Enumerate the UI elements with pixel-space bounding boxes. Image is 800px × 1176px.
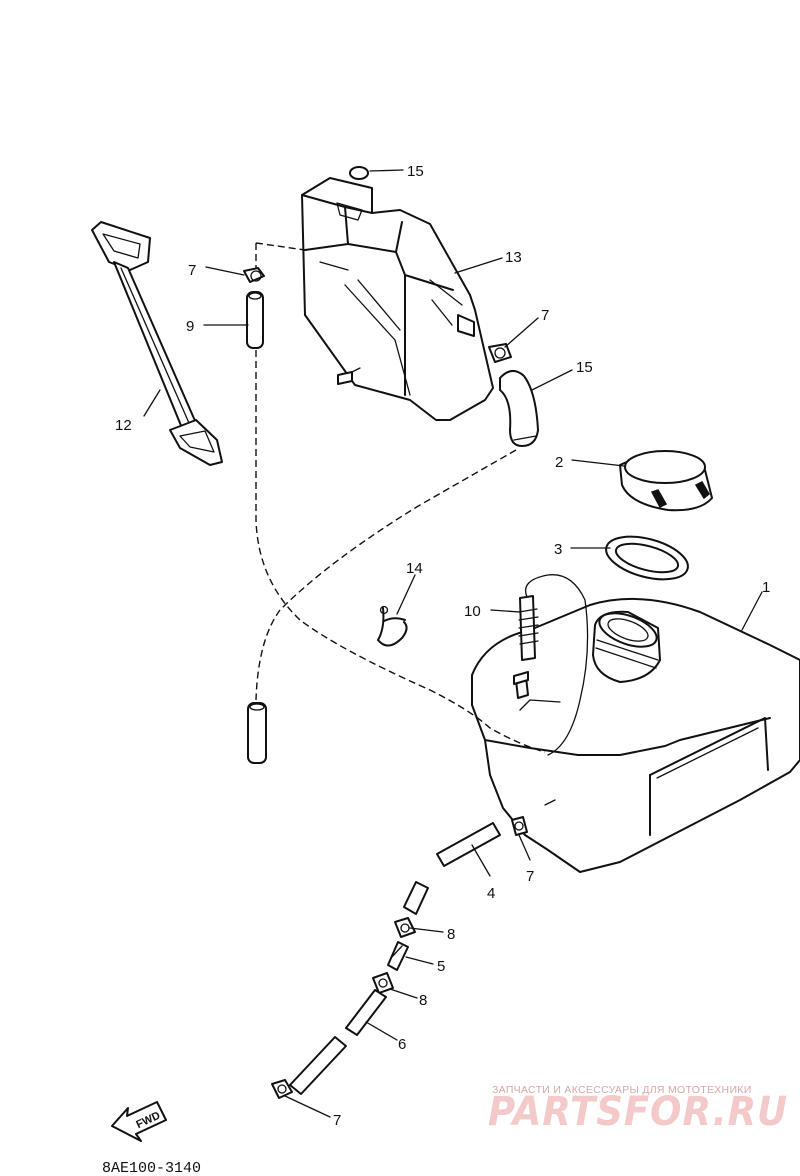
callout-1: 1 [762,579,770,596]
part-8-clamp-lower [372,972,394,994]
callout-3: 3 [554,541,562,558]
part-3-gasket [605,535,689,581]
part-12-rubber-strap [91,221,223,466]
callout-7-tank-outlet: 7 [526,868,534,885]
forward-direction-arrow: FWD [111,1101,167,1142]
callout-8-upper: 8 [447,926,455,943]
callout-6: 6 [398,1036,406,1053]
watermark-brand: PARTSFOR.RU [488,1089,788,1135]
callout-15: 15 [576,359,593,376]
callout-9: 9 [186,318,194,335]
part-7-clamp-upper-right [488,343,512,363]
part-7-clamp-lower [271,1079,293,1099]
drawing-code: 8AE100-3140 [102,1160,201,1176]
callout-12: 12 [115,417,132,434]
part-2-tank-cap [619,450,713,512]
part-13-cap [349,166,369,180]
part-8-clamp-upper [394,917,416,938]
part-1-fuel-tank [471,597,800,873]
callout-8-lower: 8 [419,992,427,1009]
callout-10: 10 [464,603,481,620]
part-4-fuel-hose [403,822,501,915]
callout-4: 4 [487,885,495,902]
hose-routing-lines [255,242,546,753]
part-11-reservoir-tank [301,177,494,421]
part-7-clamp-tank-outlet [511,816,528,836]
callout-7-upper-left: 7 [188,262,196,279]
callout-11: 13 [505,249,522,266]
watermark: ЗАПЧАСТИ И АКСЕССУАРЫ ДЛЯ МОТОТЕХНИКИ PA… [488,1084,788,1135]
part-7-clamp-upper-left [243,267,265,283]
part-6-fuel-hose [289,989,387,1095]
callout-13: 15 [407,163,424,180]
callout-7-upper-right: 7 [541,307,549,324]
leader-lines [143,169,763,1118]
callout-2: 2 [555,454,563,471]
part-5-fuel-filter [387,941,409,971]
part-9-hose [246,291,264,349]
part-10-vent-hose [518,574,589,756]
callout-7-lower: 7 [333,1112,341,1129]
part-15-bent-hose [499,370,539,447]
callout-14: 14 [406,560,423,577]
callout-labels: 15 13 7 9 7 15 12 2 3 1 10 14 4 7 8 5 8 … [115,163,770,1129]
part-14-clip [377,605,408,647]
callout-5: 5 [437,958,445,975]
vent-hose-end [247,702,267,764]
watermark-tagline: ЗАПЧАСТИ И АКСЕССУАРЫ ДЛЯ МОТОТЕХНИКИ [492,1084,752,1096]
